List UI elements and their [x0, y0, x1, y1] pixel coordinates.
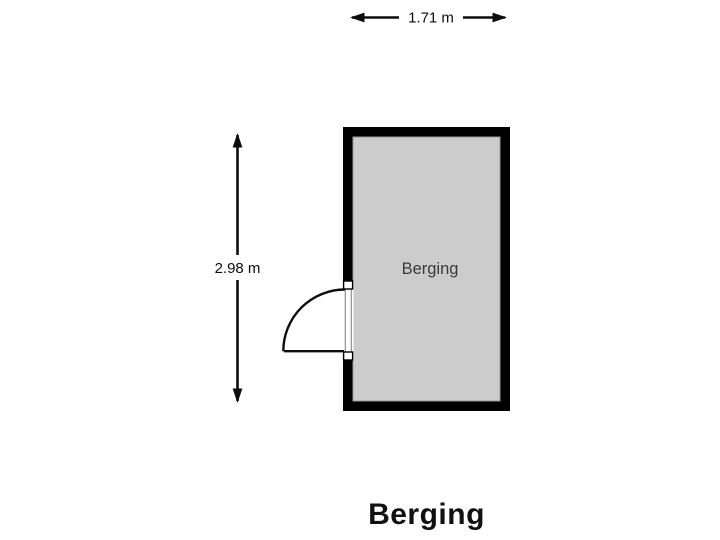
- height-dimension: 2.98 m: [205, 133, 270, 403]
- height-label: 2.98 m: [215, 260, 261, 277]
- width-dimension: 1.71 m: [350, 5, 507, 30]
- door: [282, 280, 354, 361]
- arrowhead-left-icon: [350, 12, 365, 23]
- door-swing-arc: [282, 288, 346, 352]
- door-jamb-top: [342, 280, 354, 290]
- door-opening: [342, 281, 354, 360]
- room-label: Berging: [402, 260, 459, 278]
- arrowhead-up-icon: [232, 133, 243, 148]
- width-label-box: [399, 5, 463, 30]
- plan-title: Berging: [368, 498, 485, 531]
- width-label: 1.71 m: [408, 10, 454, 27]
- arrowhead-right-icon: [492, 12, 507, 23]
- room-berging: Berging: [282, 127, 510, 411]
- height-label-box: [205, 255, 270, 280]
- room-floor: [352, 136, 501, 402]
- door-jamb-bottom: [342, 351, 354, 361]
- arrowhead-down-icon: [232, 388, 243, 403]
